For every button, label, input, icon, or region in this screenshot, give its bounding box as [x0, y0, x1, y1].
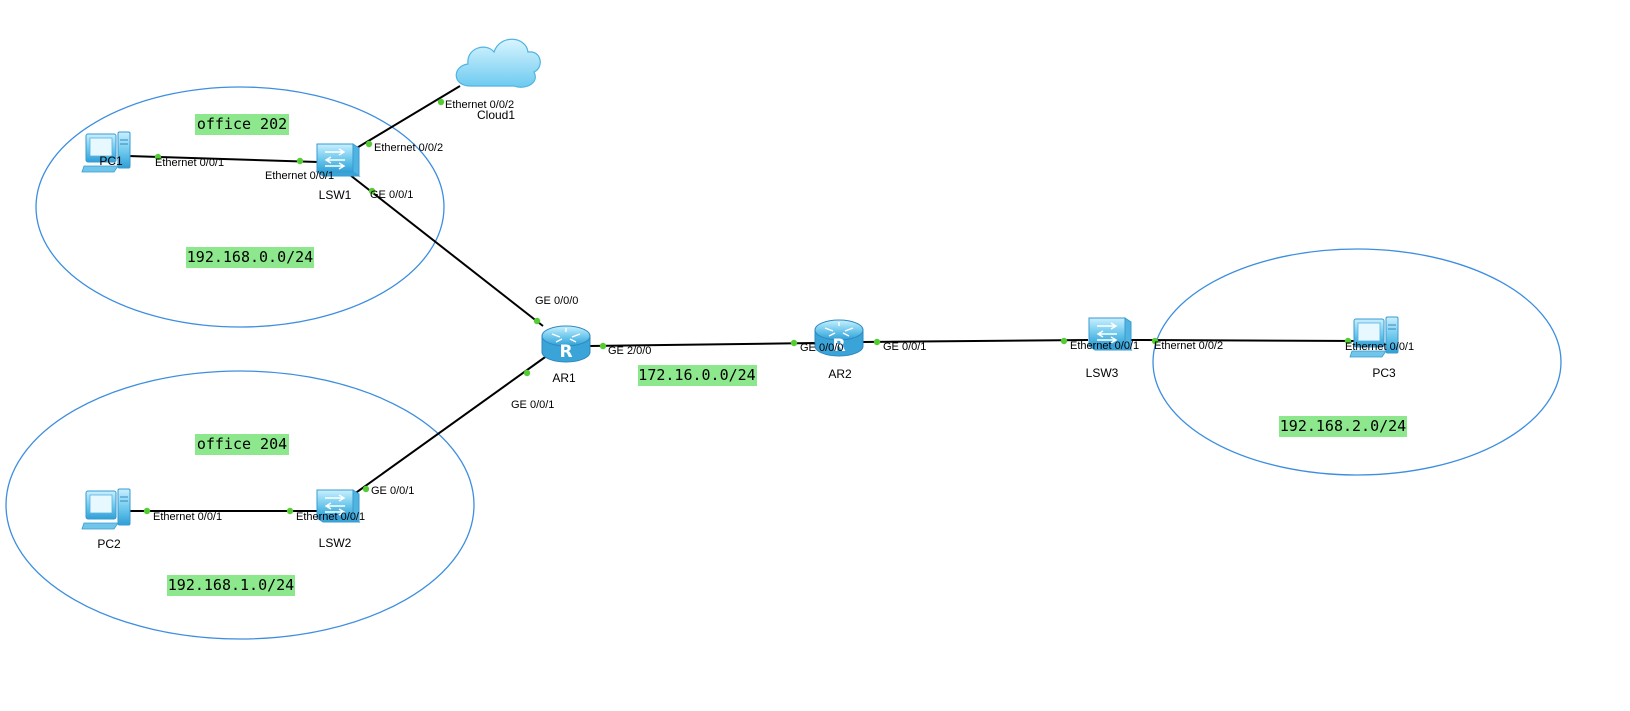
port-label-lsw1-eth1: Ethernet 0/0/1: [265, 170, 334, 182]
lsw2-label: LSW2: [319, 536, 352, 550]
port-dot: [437, 98, 445, 106]
port-label-lsw2-ge: GE 0/0/1: [371, 485, 414, 497]
tag-subnet2-text: 192.168.2.0/24: [1280, 417, 1406, 435]
link-lsw2-ar1: [349, 354, 549, 498]
tag-subnet0: 192.168.0.0/24: [186, 247, 314, 268]
pc2-icon[interactable]: [81, 488, 131, 530]
port-label-pc3: Ethernet 0/0/1: [1345, 341, 1414, 353]
cloud1-label: Cloud1: [477, 108, 515, 122]
port-label-lsw1-eth2: Ethernet 0/0/2: [374, 142, 443, 154]
cloud1-icon[interactable]: [455, 38, 541, 88]
port-dots: [143, 98, 1352, 515]
port-label-ar2-ge000: GE 0/0/0: [800, 342, 843, 354]
tag-wan: 172.16.0.0/24: [638, 365, 757, 386]
port-label-lsw2-eth: Ethernet 0/0/1: [296, 511, 365, 523]
port-dot: [523, 369, 531, 377]
tag-subnet1: 192.168.1.0/24: [167, 575, 295, 596]
lsw1-label: LSW1: [319, 188, 352, 202]
port-dot: [1151, 337, 1159, 345]
port-dot: [286, 507, 294, 515]
tag-office202: office 202: [195, 114, 289, 135]
link-ar1-ar2: [589, 342, 816, 347]
tag-office204: office 204: [195, 434, 289, 455]
port-dot: [599, 342, 607, 350]
lsw3-label: LSW3: [1086, 366, 1119, 380]
port-label-ar2-ge001: GE 0/0/1: [883, 341, 926, 353]
port-dot: [154, 153, 162, 161]
zone-office204: [5, 370, 475, 640]
port-dot: [362, 485, 370, 493]
port-dot: [533, 317, 541, 325]
tag-wan-text: 172.16.0.0/24: [638, 366, 755, 384]
tag-office204-text: office 204: [197, 435, 287, 453]
port-label-lsw3-eth2: Ethernet 0/0/2: [1154, 340, 1223, 352]
tag-office202-text: office 202: [197, 115, 287, 133]
zone-office202: [35, 86, 445, 328]
link-ar2-lsw3: [861, 339, 1089, 343]
link-lsw3-pc3: [1129, 339, 1361, 342]
tag-subnet0-text: 192.168.0.0/24: [187, 248, 313, 266]
pc3-label: PC3: [1372, 366, 1396, 380]
zone-right: [1152, 248, 1562, 476]
tag-subnet1-text: 192.168.1.0/24: [168, 576, 294, 594]
port-label-ar1-ge001: GE 0/0/1: [511, 399, 554, 411]
port-label-lsw3-eth1: Ethernet 0/0/1: [1070, 340, 1139, 352]
ar1-icon[interactable]: [541, 325, 591, 363]
port-dot: [873, 338, 881, 346]
port-label-ar1-ge000: GE 0/0/0: [535, 295, 578, 307]
ar2-label: AR2: [828, 367, 852, 381]
port-label-cloud1: Ethernet 0/0/2: [445, 99, 514, 111]
port-dot: [790, 339, 798, 347]
port-dot: [365, 140, 373, 148]
pc1-label: PC1: [99, 154, 123, 168]
port-label-pc2: Ethernet 0/0/1: [153, 511, 222, 523]
tag-subnet2: 192.168.2.0/24: [1279, 416, 1407, 437]
port-label-lsw1-ge: GE 0/0/1: [370, 189, 413, 201]
link-lsw1-ar1: [349, 174, 544, 327]
port-label-ar1-ge200: GE 2/0/0: [608, 345, 651, 357]
port-label-pc1: Ethernet 0/0/1: [155, 157, 224, 169]
port-dot: [143, 507, 151, 515]
port-dot: [1344, 337, 1352, 345]
pc2-label: PC2: [97, 537, 121, 551]
port-dot: [296, 157, 304, 165]
port-dot: [1060, 337, 1068, 345]
ar1-label: AR1: [552, 371, 576, 385]
port-dot: [368, 187, 376, 195]
